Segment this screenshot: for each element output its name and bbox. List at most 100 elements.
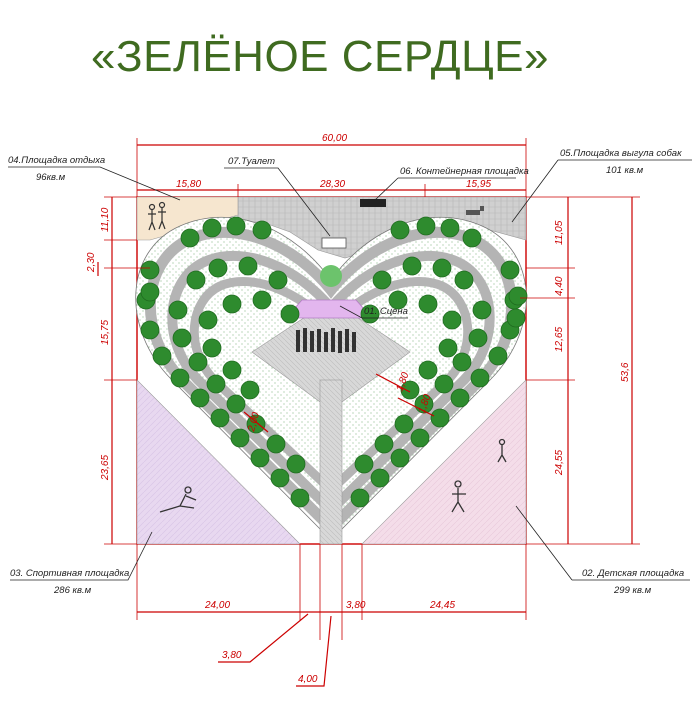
tree-icon [440, 218, 460, 238]
tree-icon [140, 282, 160, 302]
tree-icon [186, 270, 206, 290]
tree-icon [488, 346, 508, 366]
tree-icon [394, 414, 414, 434]
dim-bottom-right: 24,45 [429, 600, 455, 611]
dim-left-c: 15,75 [100, 320, 111, 345]
crowd-icon [296, 328, 356, 353]
tree-icon [454, 270, 474, 290]
tree-icon [462, 228, 482, 248]
tree-icon [188, 352, 208, 372]
tree-icon [402, 256, 422, 276]
dim-left-d: 23,65 [100, 455, 111, 481]
kid-person-icon [451, 438, 507, 513]
tree-icon [202, 338, 222, 358]
tree-icon [350, 488, 370, 508]
tree-group [136, 216, 528, 508]
tree-icon [230, 428, 250, 448]
page-title: «ЗЕЛЁНОЕ СЕРДЦЕ» [91, 32, 549, 81]
tree-icon [370, 468, 390, 488]
area-sport-zone: 286 кв.м [53, 585, 92, 596]
tree-icon [470, 368, 490, 388]
tree-icon [266, 434, 286, 454]
tree-icon [240, 380, 260, 400]
container-bin-icon [360, 199, 386, 207]
central-alley [319, 379, 343, 545]
tree-icon [472, 300, 492, 320]
label-container: 06. Контейнерная площадка [400, 166, 529, 177]
tree-icon [354, 454, 374, 474]
tree-icon [152, 346, 172, 366]
tree-icon [190, 388, 210, 408]
label-rest-zone: 04.Площадка отдыха [8, 155, 105, 166]
tree-icon [390, 448, 410, 468]
tree-icon [418, 360, 438, 380]
tree-icon [280, 304, 300, 324]
tree-icon [506, 308, 526, 328]
tree-icon [198, 310, 218, 330]
tree-icon [208, 258, 228, 278]
area-dog-zone: 101 кв.м [606, 165, 644, 176]
tree-icon [286, 454, 306, 474]
tree-icon [268, 270, 288, 290]
tree-icon [442, 310, 462, 330]
tree-icon [418, 294, 438, 314]
tree-icon [246, 414, 266, 434]
tree-icon [210, 408, 230, 428]
tree-icon [374, 434, 394, 454]
dim-top-mid: 28,30 [319, 179, 345, 190]
tree-icon [434, 374, 454, 394]
tree-icon [430, 408, 450, 428]
dim-right-b: 4,40 [554, 276, 565, 296]
dim-bottom-gap-right: 3,80 [346, 600, 366, 611]
dim-bottom-center: 4,00 [298, 674, 318, 685]
dim-right-d: 24,55 [554, 450, 565, 476]
dim-left-a: 11,10 [100, 207, 111, 232]
sport-zone [136, 379, 301, 545]
tree-icon [140, 260, 160, 280]
tree-icon [410, 428, 430, 448]
area-rest-zone: 96кв.м [36, 172, 66, 183]
people-rest-icon [148, 201, 166, 231]
dim-top-left: 15,80 [176, 179, 201, 190]
tree-icon [372, 270, 392, 290]
round-tree-icon [320, 265, 342, 287]
tree-icon [290, 488, 310, 508]
dim-left-b: 2,30 [86, 252, 97, 273]
area-kids-zone: 299 кв.м [613, 585, 652, 596]
tree-icon [432, 258, 452, 278]
dim-bottom-left: 24,00 [204, 600, 230, 611]
sport-person-icon [159, 486, 197, 513]
tree-icon [252, 290, 272, 310]
label-toilet: 07.Туалет [228, 156, 275, 167]
tree-icon [168, 300, 188, 320]
dim-total-height: 53,6 [620, 362, 631, 382]
dim-total-width: 60,00 [322, 133, 347, 144]
tree-icon [222, 294, 242, 314]
tree-icon [222, 360, 242, 380]
tree-icon [252, 220, 272, 240]
tree-icon [270, 468, 290, 488]
tree-icon [452, 352, 472, 372]
tree-icon [226, 394, 246, 414]
tree-icon [206, 374, 226, 394]
tree-icon [172, 328, 192, 348]
toilet [321, 237, 347, 249]
tree-icon [468, 328, 488, 348]
tree-icon [250, 448, 270, 468]
tree-icon [416, 216, 436, 236]
kids-zone [361, 379, 527, 545]
tree-icon [180, 228, 200, 248]
tree-icon [140, 320, 160, 340]
label-dog-zone: 05.Площадка выгула собак [560, 148, 682, 159]
tree-icon [226, 216, 246, 236]
tree-icon [170, 368, 190, 388]
tree-icon [238, 256, 258, 276]
label-sport-zone: 03. Спортивная площадка [10, 568, 129, 579]
tree-icon [390, 220, 410, 240]
tree-icon [438, 338, 458, 358]
tree-icon [202, 218, 222, 238]
tree-icon [508, 286, 528, 306]
dog-icon [466, 206, 484, 215]
dim-right-c: 12,65 [554, 327, 565, 352]
